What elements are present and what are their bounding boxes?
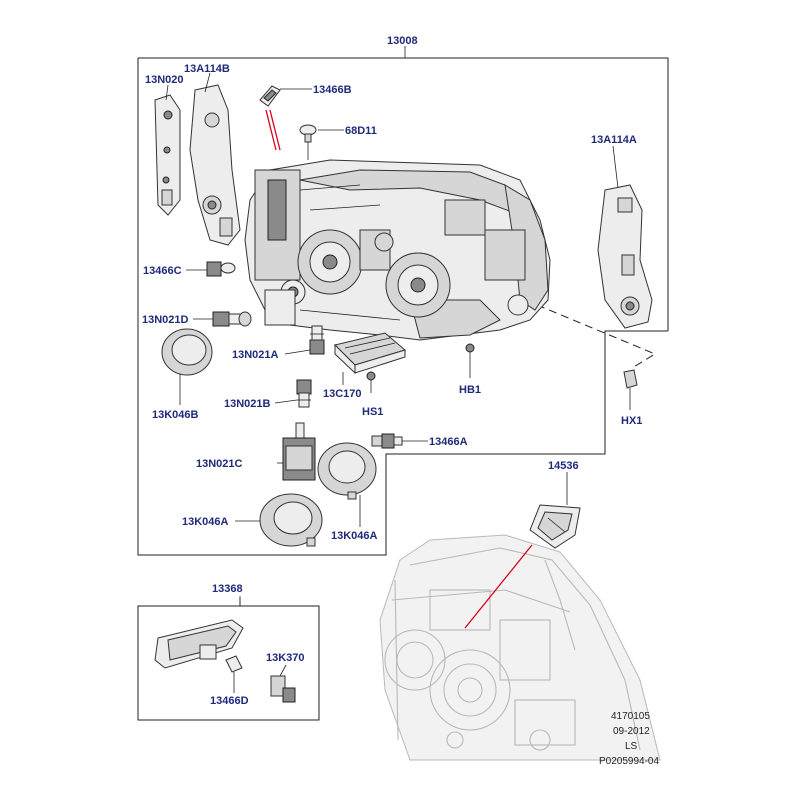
bracket-13a114a	[597, 184, 653, 329]
part-labels: 13008 13A114B 13N020 13466B 68D11 13A114…	[142, 35, 642, 707]
ballast-13c170	[334, 332, 407, 375]
leader-lines	[165, 72, 619, 693]
label-hs1: HS1	[362, 406, 383, 418]
label-13k046a-right: 13K046A	[331, 530, 378, 542]
highlight-line-upper-b	[269, 109, 281, 151]
label-13n021b: 13N021B	[224, 398, 271, 410]
label-13k370: 13K370	[266, 652, 305, 664]
label-68d11: 68D11	[345, 125, 377, 137]
bulb-13466a	[371, 433, 403, 449]
label-14536: 14536	[548, 460, 579, 472]
bracket-13a114b	[189, 84, 241, 246]
label-13k046a-left: 13K046A	[182, 516, 229, 528]
label-13n021a: 13N021A	[232, 349, 279, 361]
bulb-holder-13k370	[270, 675, 296, 703]
label-hx1: HX1	[621, 415, 642, 427]
highlight-line-upper-a	[265, 109, 277, 151]
label-13n021c: 13N021C	[196, 458, 243, 470]
vehicle-locator-view	[379, 534, 661, 761]
label-13466a: 13466A	[429, 436, 468, 448]
bulb-holder-13466c	[206, 261, 236, 277]
label-13008: 13008	[387, 35, 418, 47]
label-13k046b: 13K046B	[152, 409, 199, 421]
label-13466b: 13466B	[313, 84, 352, 96]
cover-13k046a-left	[259, 493, 323, 547]
label-13466d: 13466D	[210, 695, 249, 707]
label-hb1: HB1	[459, 384, 481, 396]
drawing-id: P0205994-04	[599, 756, 659, 767]
clip-hx1	[623, 369, 638, 410]
highlight-line-lower	[464, 544, 533, 629]
headlamp-housing	[244, 159, 551, 341]
revision-date: 09-2012	[613, 726, 650, 737]
bulb-13n021b	[296, 379, 312, 408]
drawing-reference-block: 4170105 09-2012 LS P0205994-04	[599, 711, 659, 767]
label-13n021d: 13N021D	[142, 314, 189, 326]
label-13368: 13368	[212, 583, 243, 595]
label-13n020: 13N020	[145, 74, 184, 86]
label-13c170: 13C170	[323, 388, 362, 400]
side-marker-lamp-13368	[154, 619, 244, 669]
bracket-13n020	[154, 94, 181, 216]
cover-13k046b	[161, 328, 213, 376]
reference-number: 4170105	[611, 711, 650, 722]
side-marker-frame	[137, 605, 320, 721]
label-13a114a: 13A114A	[591, 134, 637, 146]
screw-hb1	[465, 343, 475, 378]
screw-hs1	[366, 371, 376, 393]
bulb-13466b	[259, 85, 281, 107]
bulb-13466d	[225, 655, 243, 673]
bulb-13n021a	[309, 325, 325, 355]
bulb-13n021d	[212, 311, 252, 327]
cover-13k046a-right	[317, 442, 377, 500]
label-13466c: 13466C	[143, 265, 182, 277]
line-code: LS	[625, 741, 638, 752]
plug-68d11	[299, 124, 317, 160]
bulb-13n021c	[282, 422, 316, 481]
label-13a114b: 13A114B	[184, 63, 230, 75]
bracket-14536	[529, 504, 581, 549]
